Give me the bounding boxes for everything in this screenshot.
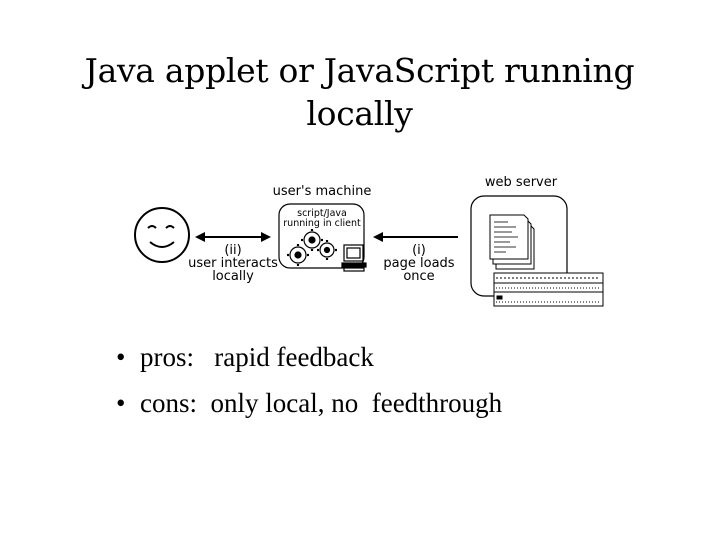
left-arrow-label-line2: user interacts [188,256,278,271]
bullet-marker: • [116,342,126,372]
bullet-item-cons: • cons: only local, no feedthrough [116,388,502,418]
web-server-label: web server [484,175,558,190]
script-label-line1: script/Java [297,208,347,219]
gears-icon [287,229,337,266]
client-computer-icon [341,244,367,272]
user-interacts-arrow [195,232,271,242]
bullet-text-pros: pros: rapid feedback [140,342,374,372]
bullet-text-cons: cons: only local, no feedthrough [140,388,503,418]
page-loads-arrow [373,232,458,242]
users-machine-label: user's machine [272,184,372,199]
bullet-marker: • [116,388,126,418]
slide-title-line1: Java applet or JavaScript running [84,51,635,90]
right-arrow-label-line1: (i) [412,243,426,258]
script-label-line2: running in client [283,218,361,229]
right-arrow-label-line3: once [403,269,435,284]
user-smiley-icon [134,207,190,263]
left-arrow-label-line3: locally [212,269,254,284]
server-unit-icon [493,272,604,307]
left-arrow-label-line1: (ii) [224,243,242,258]
bullet-item-pros: • pros: rapid feedback [116,342,374,372]
slide-title-line2: locally [306,94,413,133]
documents-icon [489,214,535,270]
right-arrow-label-line2: page loads [383,256,455,271]
